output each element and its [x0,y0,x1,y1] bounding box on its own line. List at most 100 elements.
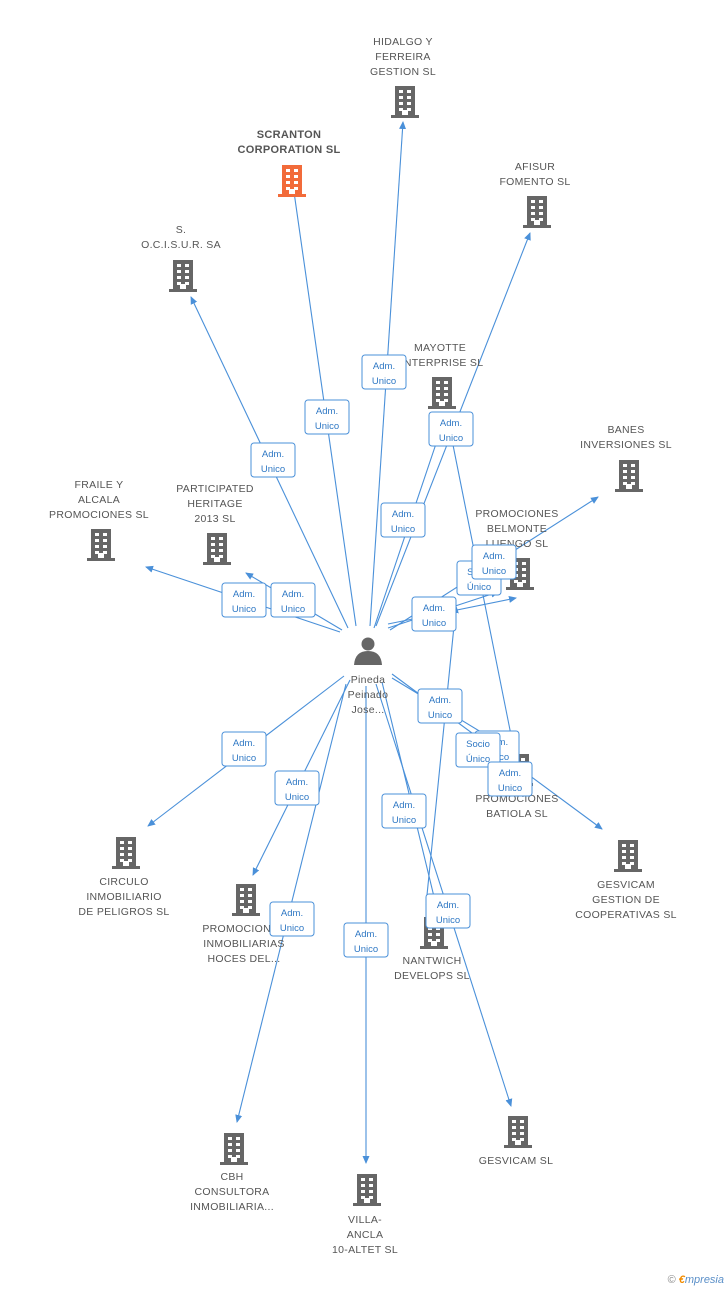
person-icon [354,637,382,665]
edge-role-text: Unico [261,464,285,475]
edge-role-label[interactable]: Adm.Unico [269,901,315,937]
edge-role-text: Unico [391,524,415,535]
company-label: ENTERPRISE SL [397,357,484,369]
company-label: O.C.I.S.U.R. SA [141,239,221,251]
building-icon[interactable] [428,377,456,409]
edge-role-text: Unico [372,376,396,387]
edge-role-label[interactable]: Adm.Unico [417,688,463,724]
edge-role-text: Adm. [281,908,303,919]
building-icon[interactable] [278,165,306,197]
building-icon[interactable] [220,1133,248,1165]
edge-role-text: Unico [232,604,256,615]
edge-role-text: Adm. [262,449,284,460]
edge-role-text: Adm. [440,418,462,429]
edge-role-text: Unico [285,792,309,803]
edge-role-label[interactable]: Adm. Unico [380,502,426,538]
company-label: GESVICAM [597,879,655,891]
company-label: HIDALGO Y [373,36,433,48]
edge-role-label[interactable]: Adm.Unico [411,596,457,632]
edge-role-text: Adm. [392,509,414,520]
company-node-circulo-inmobiliario[interactable]: CIRCULO INMOBILIARIO DE PELIGROS SL [78,837,169,918]
edge-role-label[interactable]: Adm. Unico [361,354,407,390]
company-label: INMOBILIARIO [86,891,161,903]
building-icon[interactable] [169,260,197,292]
company-label: FRAILE Y [75,479,124,491]
edge-role-text: Unico [232,753,256,764]
company-label: CIRCULO [99,876,148,888]
building-icon[interactable] [203,533,231,565]
company-label: 10-ALTET SL [332,1244,398,1256]
edge-role-text: Unico [439,433,463,444]
building-icon[interactable] [112,837,140,869]
company-node-villa-ancla[interactable]: VILLA- ANCLA 10-ALTET SL [332,1174,398,1256]
edge-role-label[interactable]: Adm.Unico [425,893,471,929]
edge-role-label[interactable]: Adm. Unico [221,731,267,767]
brand-logo-text: mpresia [684,1274,724,1286]
edge-role-label[interactable]: Adm. Unico [250,442,296,478]
edge-role-label[interactable]: Adm. Unico [428,411,474,447]
company-label: FERREIRA [375,51,431,63]
building-icon[interactable] [615,460,643,492]
company-label: S. [176,224,187,236]
company-label: DE PELIGROS SL [78,906,169,918]
edge-role-label[interactable]: Adm.Unico [221,582,267,618]
company-label: VILLA- [348,1214,382,1226]
edge-role-label[interactable]: Adm.Unico [471,544,517,580]
company-label: MAYOTTE [414,342,466,354]
company-label: BANES [607,424,644,436]
building-icon[interactable] [504,1116,532,1148]
company-node-cbh-consultora[interactable]: CBH CONSULTORA INMOBILIARIA... [190,1133,274,1213]
company-node-gesvicam[interactable]: GESVICAM SL [479,1116,554,1167]
edge-role-text: Adm. [316,406,338,417]
building-icon[interactable] [353,1174,381,1206]
edge-role-text: Adm. [355,929,377,940]
edge-line [425,605,459,906]
edge-role-label[interactable]: Adm.Unico [270,582,316,618]
building-icon[interactable] [232,884,260,916]
brand-logo-mark: € [678,1274,685,1286]
person-label: Peinado [348,689,389,701]
company-node-mayotte-enterprise[interactable]: MAYOTTE ENTERPRISE SL [397,342,484,409]
edge-role-label[interactable]: Adm.Unico [381,793,427,829]
edge-role-label[interactable]: Adm.Unico [274,770,320,806]
building-icon[interactable] [614,840,642,872]
company-label: ALCALA [78,494,120,506]
edge-role-text: Adm. [233,738,255,749]
company-label: 2013 SL [194,513,235,525]
building-icon[interactable] [87,529,115,561]
center-person-node[interactable]: PinedaPeinadoJose... [348,637,389,717]
edge-role-text: Unico [428,710,452,721]
company-label: GESTION DE [592,894,660,906]
edge-role-label[interactable]: Adm.Unico [487,761,533,797]
company-label: NANTWICH [403,955,462,967]
company-label: AFISUR [515,161,555,173]
edge-role-label[interactable]: Adm.Unico [304,399,350,435]
company-label: CBH [220,1171,243,1183]
edge-role-label[interactable]: Adm.Unico [343,922,389,958]
person-label: Jose... [351,704,384,716]
company-label: ANCLA [347,1229,384,1241]
edge-role-text: Adm. [393,800,415,811]
edge-role-text: Adm. [373,361,395,372]
company-node-gesvicam-cooperativas[interactable]: GESVICAM GESTION DE COOPERATIVAS SL [575,840,677,921]
company-label: INMOBILIARIA... [190,1201,274,1213]
company-label: CONSULTORA [195,1186,270,1198]
company-node-ocisur[interactable]: S. O.C.I.S.U.R. SA [141,224,221,292]
building-icon[interactable] [391,86,419,118]
company-label: HOCES DEL... [207,953,280,965]
company-label: GESVICAM SL [479,1155,554,1167]
company-label: COOPERATIVAS SL [575,909,677,921]
edge-role-text: Unico [281,604,305,615]
building-icon[interactable] [523,196,551,228]
person-label: Pineda [351,674,386,686]
company-label: PROMOCIONES [475,508,558,520]
